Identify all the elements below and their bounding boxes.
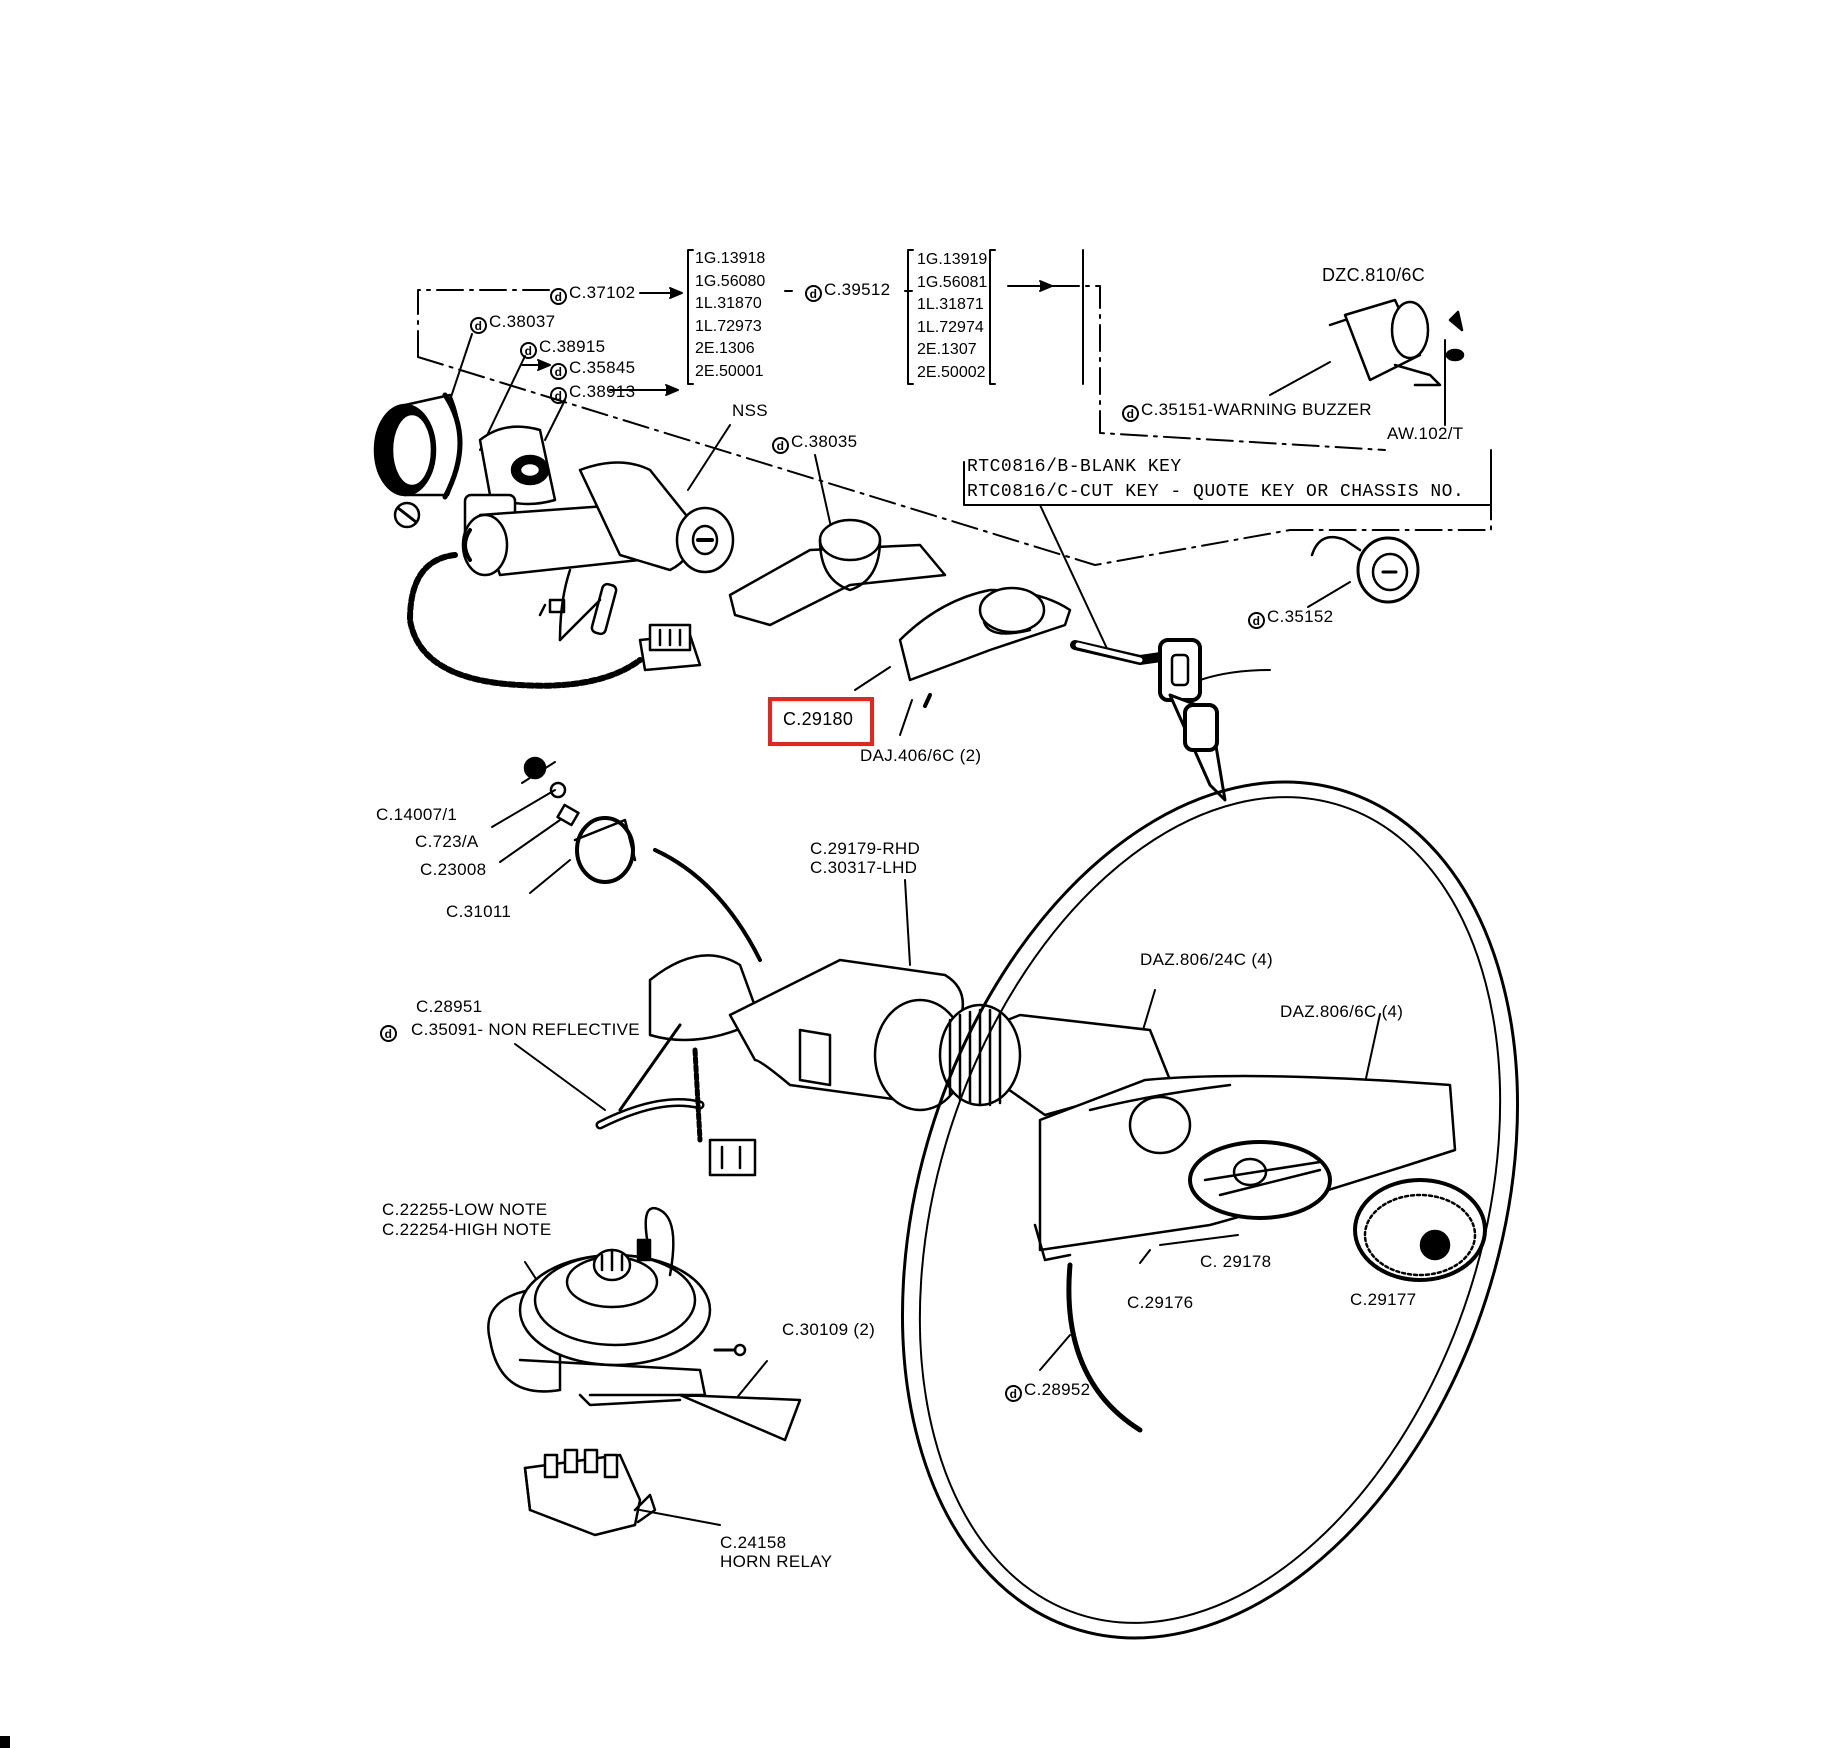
label-c29179: C.29179-RHD [810, 839, 921, 858]
label-rtc-blank-key: RTC0816/B-BLANK KEY [967, 457, 1182, 477]
list-item: 2E.50001 [695, 362, 764, 380]
circle-d-icon: d [470, 317, 487, 334]
label-c22254: C.22254-HIGH NOTE [382, 1220, 552, 1239]
label-aw102: AW.102/T [1387, 424, 1464, 443]
label-c723: C.723/A [415, 832, 479, 851]
label-rtc-cut-key: RTC0816/C-CUT KEY - QUOTE KEY OR CHASSIS… [967, 482, 1465, 502]
corner-mark [0, 1736, 10, 1748]
circle-d-icon: d [805, 285, 822, 302]
label-c22255: C.22255-LOW NOTE [382, 1200, 548, 1219]
leader-lines [449, 333, 1446, 1526]
label-c29176: C.29176 [1127, 1293, 1194, 1312]
label-c29178: C. 29178 [1200, 1252, 1272, 1271]
shrouds [728, 518, 1072, 708]
label-dzc810: DZC.810/6C [1322, 265, 1426, 285]
list-item: 1L.31870 [695, 295, 762, 312]
label-c29177: C.29177 [1350, 1290, 1417, 1309]
circle-d-icon: d [550, 363, 567, 380]
list-item: 1G.13918 [695, 250, 766, 267]
list-item: 2E.50002 [917, 363, 986, 381]
highlight-box [768, 697, 874, 746]
list-brackets [687, 249, 1084, 385]
circle-d-icon: d [1248, 612, 1265, 629]
list-item: 1L.31871 [917, 296, 984, 313]
list-item: 1G.56080 [695, 272, 766, 290]
circle-d-icon: d [550, 387, 567, 404]
label-horn-relay: HORN RELAY [720, 1552, 833, 1571]
circle-d-icon: d [380, 1025, 397, 1042]
part-list-left: 1G.13918 1G.56080 1L.31870 1L.72973 2E.1… [695, 248, 765, 383]
label-nss: NSS [732, 401, 768, 420]
part-list-right: 1G.13919 1G.56081 1L.31871 1L.72974 2E.1… [917, 249, 987, 384]
label-daz806-24c: DAZ.806/24C (4) [1140, 950, 1273, 969]
list-item: 2E.1306 [695, 340, 755, 357]
label-c30109: C.30109 (2) [782, 1320, 876, 1339]
key-label-box [963, 449, 1492, 506]
label-c30317: C.30317-LHD [810, 858, 918, 877]
label-c28951: C.28951 [416, 997, 483, 1016]
label-daz806-6c: DAZ.806/6C (4) [1280, 1002, 1404, 1021]
list-item: 2E.1307 [917, 341, 977, 358]
label-daj406: DAJ.406/6C (2) [860, 746, 982, 765]
circle-d-icon: d [1122, 405, 1139, 422]
keys [1070, 638, 1271, 802]
list-item: 1G.13919 [917, 251, 988, 268]
arrows [521, 280, 1053, 396]
warning-buzzer [1328, 298, 1465, 387]
list-item: 1G.56081 [917, 273, 988, 291]
buzzer-switch [1310, 535, 1420, 604]
label-c29180: C.29180 [783, 709, 854, 729]
list-item: 1L.72973 [695, 317, 762, 335]
ignition-lock-assembly [373, 392, 735, 689]
label-c31011: C.31011 [446, 902, 512, 921]
steering-column-cowl [728, 958, 1172, 1117]
label-c23008: C.23008 [420, 860, 487, 879]
list-item: 1L.72974 [917, 318, 984, 336]
label-c14007: C.14007/1 [376, 805, 458, 824]
label-c24158: C.24158 [720, 1533, 787, 1552]
circle-d-icon: d [520, 342, 537, 359]
circle-d-icon: d [772, 437, 789, 454]
horn [487, 1207, 802, 1442]
circle-d-icon: d [550, 288, 567, 305]
steering-wheel [900, 780, 1520, 1640]
horn-relay [523, 1448, 657, 1537]
circle-d-icon: d [1005, 1385, 1022, 1402]
